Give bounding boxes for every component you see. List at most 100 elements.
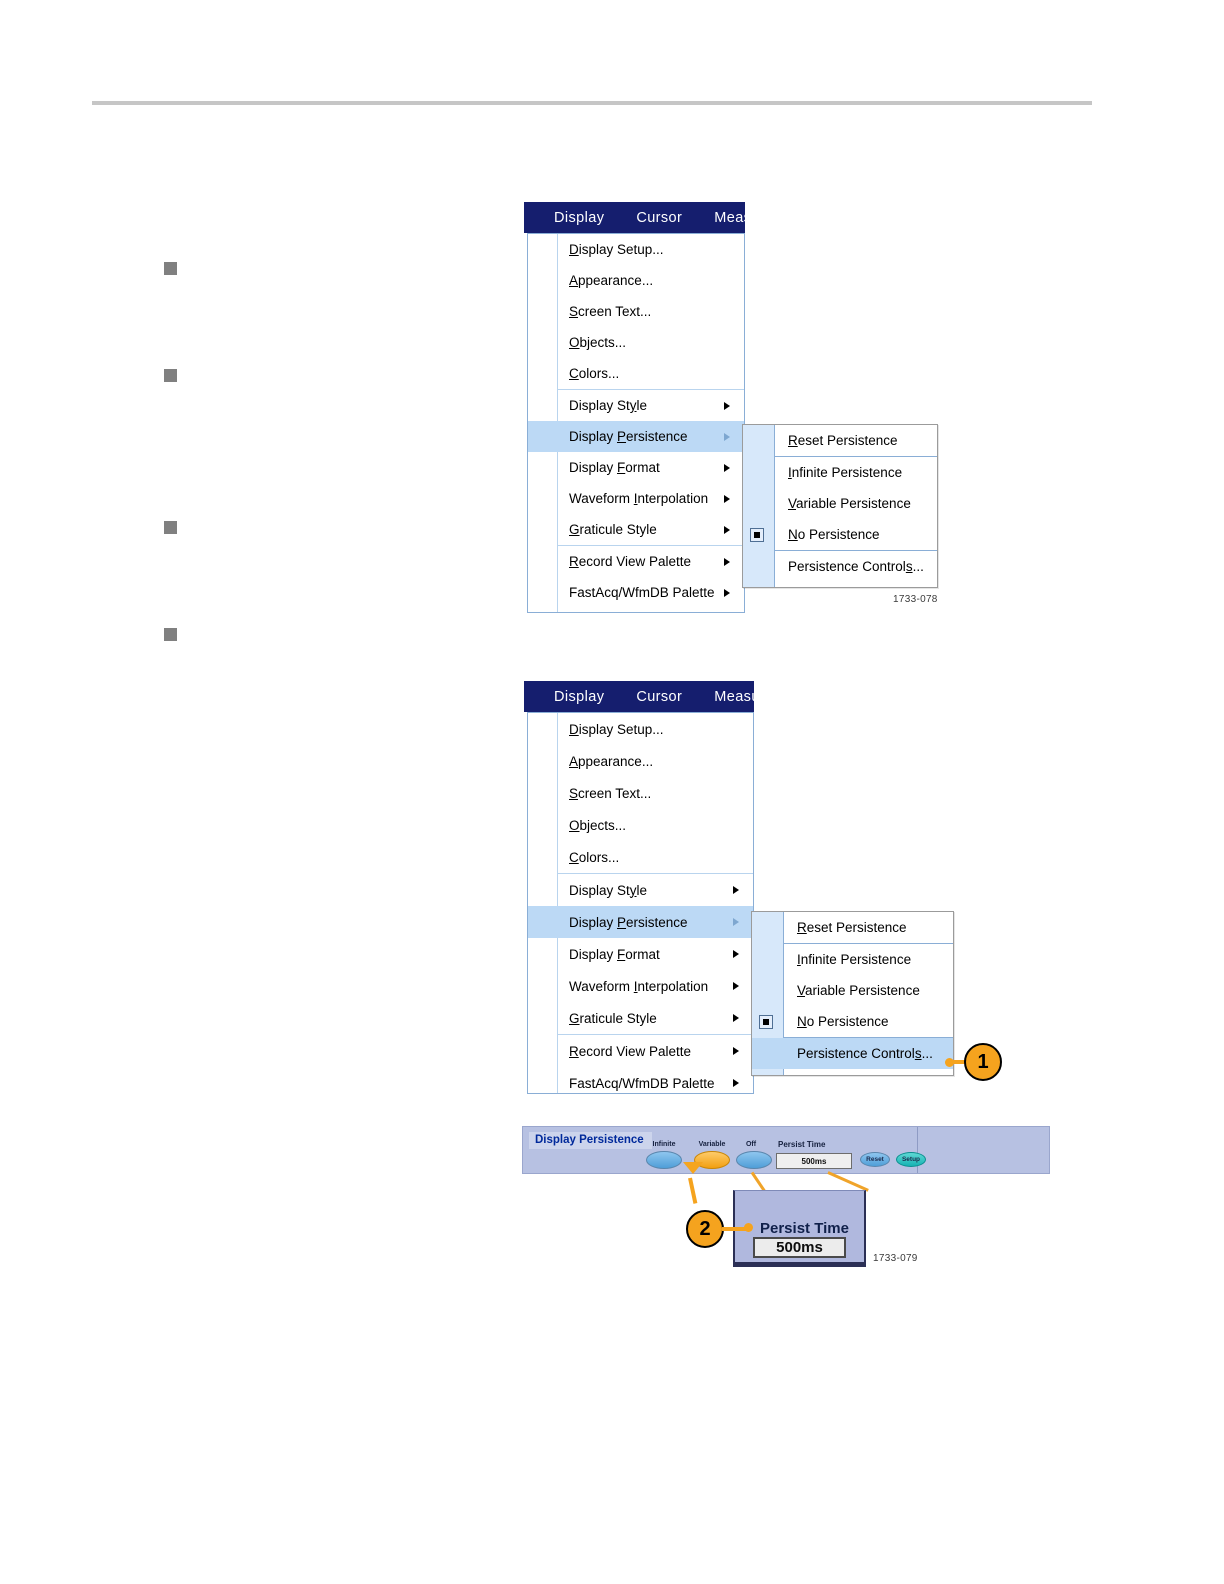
submenu-divider <box>743 550 937 551</box>
variable-button-pointer <box>683 1162 703 1174</box>
magnify-connector-right <box>827 1171 869 1192</box>
menu-item-screen-text[interactable]: Screen Text... <box>569 304 652 319</box>
display-persistence-submenu: Reset Persistence Infinite Persistence V… <box>751 911 954 1076</box>
menu-item-waveform-interpolation[interactable]: Waveform Interpolation <box>528 483 744 514</box>
chevron-right-icon <box>724 588 730 597</box>
submenu-item-reset-persistence[interactable]: Reset Persistence <box>797 920 907 935</box>
submenu-item-no-persistence[interactable]: No Persistence <box>743 519 937 550</box>
menu-item-display-setup[interactable]: Display Setup... <box>569 242 664 257</box>
persist-time-label: Persist Time <box>778 1140 826 1149</box>
menu-item-graticule-style[interactable]: Graticule Style <box>528 1002 753 1034</box>
dropdown-icon-gutter <box>528 713 558 1093</box>
menubar-item-cursor[interactable]: Cursor <box>636 209 683 226</box>
control-bar-title: Display Persistence <box>529 1132 652 1149</box>
submenu-item-infinite-persistence[interactable]: Infinite Persistence <box>788 465 903 480</box>
persist-time-field[interactable]: 500ms <box>776 1153 852 1169</box>
menu-item-fastacq-wfmdb-palette[interactable]: FastAcq/WfmDB Palette <box>528 1067 753 1099</box>
menu-item-colors[interactable]: Colors... <box>569 366 620 381</box>
callout-badge-2: 2 <box>686 1210 724 1248</box>
chevron-right-icon <box>724 525 730 534</box>
menu-item-screen-text[interactable]: Screen Text... <box>569 785 652 801</box>
figure-display-persistence-menu: Display Cursor Measure M Display Setup..… <box>524 202 964 617</box>
figure-persistence-controls-menu: Display Cursor Measure M Display Setup..… <box>524 681 994 1096</box>
bullet-marker-1 <box>164 262 177 275</box>
menu-item-objects[interactable]: Objects... <box>569 817 627 833</box>
menu-item-fastacq-wfmdb-palette[interactable]: FastAcq/WfmDB Palette <box>528 577 744 608</box>
menubar-item-display[interactable]: Display <box>554 688 605 705</box>
submenu-divider <box>752 943 953 944</box>
menu-item-display-setup[interactable]: Display Setup... <box>569 721 664 737</box>
display-persistence-submenu: Reset Persistence Infinite Persistence V… <box>742 424 938 588</box>
display-menu-dropdown: Display Setup... Appearance... Screen Te… <box>527 712 754 1094</box>
chevron-right-icon <box>733 1079 739 1087</box>
chevron-right-icon <box>733 886 739 894</box>
menu-item-record-view-palette[interactable]: Record View Palette <box>528 1035 753 1067</box>
menu-item-display-persistence[interactable]: Display Persistence <box>528 421 744 452</box>
chevron-right-icon <box>733 982 739 990</box>
callout-2-leader-dot <box>744 1223 753 1232</box>
menu-divider <box>528 1034 753 1035</box>
menubar-item-measure[interactable]: Measure <box>714 209 745 226</box>
bullet-marker-4 <box>164 628 177 641</box>
control-bar-divider <box>917 1127 918 1173</box>
menu-item-appearance[interactable]: Appearance... <box>569 753 654 769</box>
chevron-right-icon <box>724 432 730 441</box>
callout-1-leader-dot <box>945 1058 954 1067</box>
bullet-marker-2 <box>164 369 177 382</box>
menu-item-objects[interactable]: Objects... <box>569 335 627 350</box>
menu-item-appearance[interactable]: Appearance... <box>569 273 654 288</box>
menu-item-display-style[interactable]: Display Style <box>528 874 753 906</box>
submenu-item-no-persistence[interactable]: No Persistence <box>752 1006 953 1037</box>
callout-badge-1: 1 <box>964 1043 1002 1081</box>
setup-button[interactable]: Setup <box>896 1152 926 1167</box>
menu-divider <box>528 389 744 390</box>
scope-menubar: Display Cursor Measure M <box>524 681 754 712</box>
submenu-item-reset-persistence[interactable]: Reset Persistence <box>788 433 898 448</box>
figure-1-id-label: 1733-078 <box>893 594 938 605</box>
scope-menubar: Display Cursor Measure M <box>524 202 745 233</box>
submenu-item-variable-persistence[interactable]: Variable Persistence <box>788 496 911 511</box>
chevron-right-icon <box>724 463 730 472</box>
chevron-right-icon <box>733 1047 739 1055</box>
menu-divider <box>528 545 744 546</box>
menu-item-colors[interactable]: Colors... <box>569 849 620 865</box>
callout-1-leader-line <box>952 1060 968 1064</box>
submenu-item-infinite-persistence[interactable]: Infinite Persistence <box>797 952 912 967</box>
chevron-right-icon <box>733 1014 739 1022</box>
menu-item-waveform-interpolation[interactable]: Waveform Interpolation <box>528 970 753 1002</box>
display-persistence-control-bar: Display Persistence Infinite Variable Of… <box>522 1126 1050 1174</box>
radio-selected-icon <box>750 527 764 542</box>
off-persistence-button[interactable] <box>736 1151 772 1169</box>
radio-selected-icon <box>759 1014 773 1029</box>
menu-item-graticule-style[interactable]: Graticule Style <box>528 514 744 545</box>
magnified-persist-time-value: 500ms <box>753 1237 846 1258</box>
off-button-label: Off <box>745 1141 757 1148</box>
menu-item-record-view-palette[interactable]: Record View Palette <box>528 546 744 577</box>
page-header-rule <box>92 101 1092 105</box>
submenu-icon-gutter <box>743 425 775 587</box>
menu-item-display-format[interactable]: Display Format <box>528 938 753 970</box>
menu-item-display-persistence[interactable]: Display Persistence <box>528 906 753 938</box>
menubar-item-cursor[interactable]: Cursor <box>636 688 683 705</box>
chevron-right-icon <box>733 950 739 958</box>
display-menu-dropdown: Display Setup... Appearance... Screen Te… <box>527 233 745 613</box>
submenu-item-persistence-controls[interactable]: Persistence Controls... <box>752 1038 953 1069</box>
menu-item-display-format[interactable]: Display Format <box>528 452 744 483</box>
figure-3-id-label: 1733-079 <box>873 1253 918 1264</box>
menu-item-display-style[interactable]: Display Style <box>528 390 744 421</box>
submenu-item-persistence-controls[interactable]: Persistence Controls... <box>788 559 924 574</box>
submenu-item-variable-persistence[interactable]: Variable Persistence <box>797 983 920 998</box>
magnified-persist-time-label: Persist Time <box>760 1220 849 1237</box>
menubar-item-measure[interactable]: Measure <box>714 688 754 705</box>
chevron-right-icon <box>724 401 730 410</box>
infinite-persistence-button[interactable] <box>646 1151 682 1169</box>
reset-button[interactable]: Reset <box>860 1152 890 1167</box>
variable-persistence-button[interactable] <box>694 1151 730 1169</box>
chevron-right-icon <box>733 918 739 926</box>
callout-2-upper-leader <box>688 1177 698 1204</box>
callout-2-leader-line <box>722 1227 748 1231</box>
chevron-right-icon <box>724 494 730 503</box>
submenu-divider <box>752 1037 953 1038</box>
infinite-button-label: Infinite <box>652 1141 676 1148</box>
menubar-item-display[interactable]: Display <box>554 209 605 226</box>
